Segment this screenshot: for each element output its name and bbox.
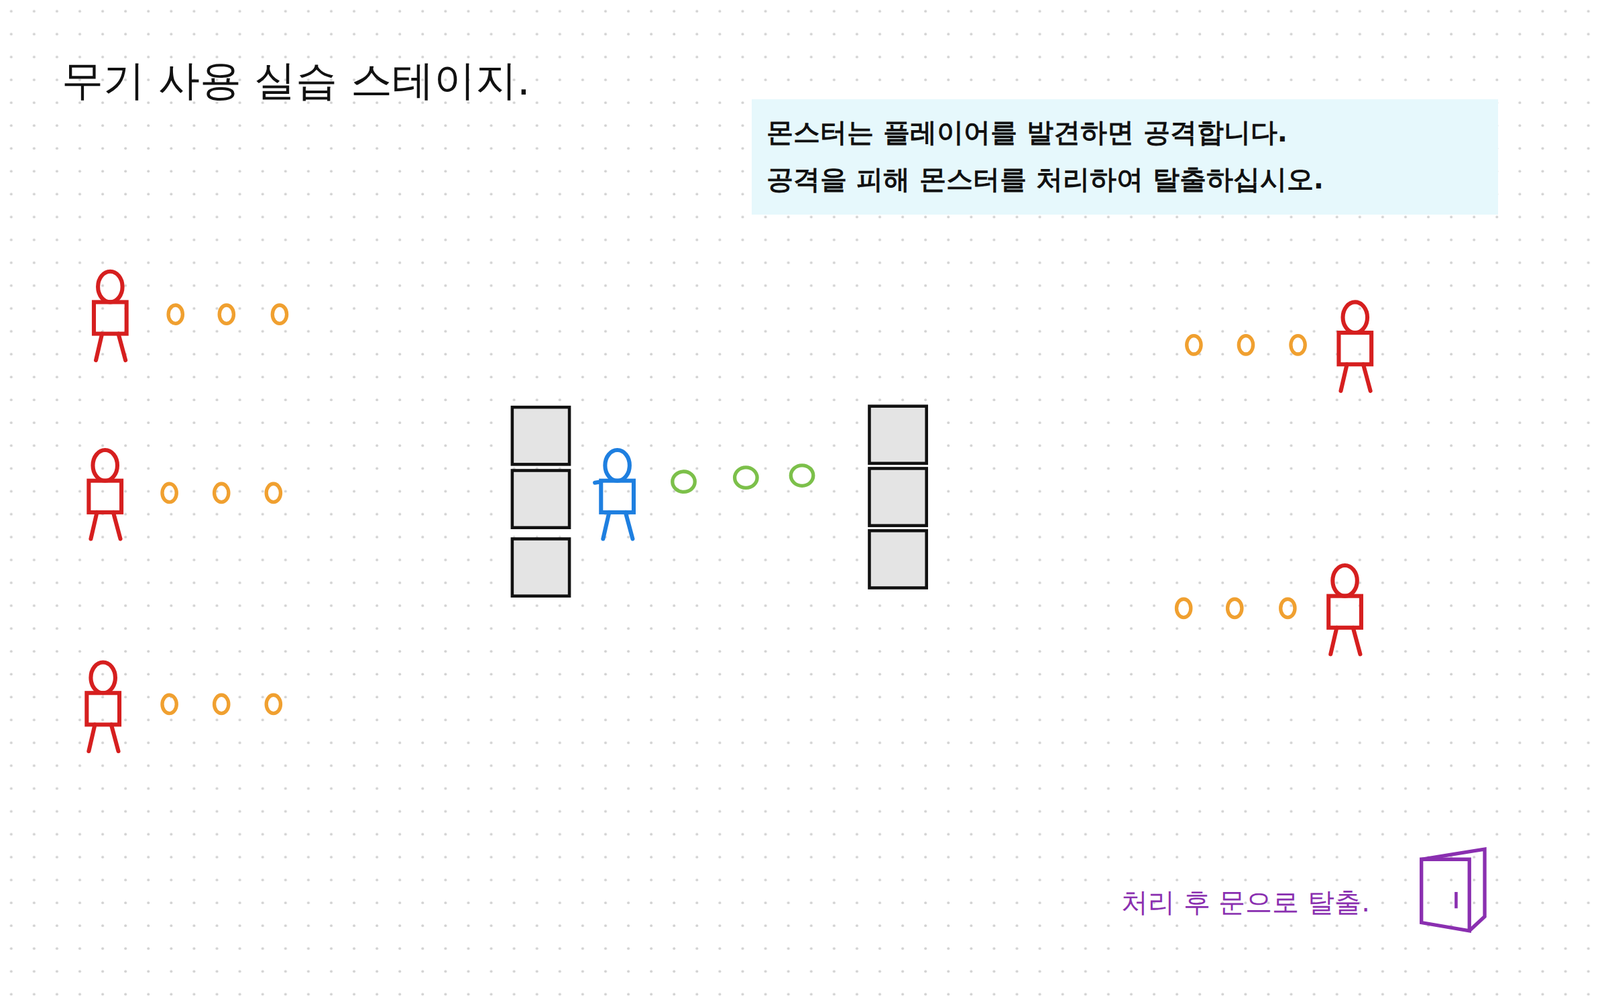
monster-projectile xyxy=(162,694,177,713)
figure-head xyxy=(92,449,118,481)
figure-arm xyxy=(594,481,601,483)
wall-block xyxy=(512,538,570,596)
stage-layer xyxy=(86,271,1485,931)
monster-projectile xyxy=(266,483,281,502)
monster-projectile xyxy=(1176,598,1191,617)
monster-figure xyxy=(1328,565,1362,654)
exit-door xyxy=(1421,848,1485,931)
wall-block xyxy=(869,530,927,588)
monster-projectile xyxy=(1290,335,1305,355)
player-projectile xyxy=(672,471,695,492)
monster-figure xyxy=(86,662,120,752)
wall-block xyxy=(869,406,927,464)
monster-figure xyxy=(1338,301,1372,391)
monster-projectile xyxy=(168,305,183,324)
monster-figure xyxy=(88,449,122,539)
door-leaf xyxy=(1421,848,1485,931)
monster-projectile xyxy=(1227,598,1242,617)
door-knob xyxy=(1454,891,1458,908)
figure-legs xyxy=(88,724,119,752)
player-projectile xyxy=(790,465,813,486)
figure-legs xyxy=(1330,627,1360,655)
monster-projectile xyxy=(272,305,287,324)
monster-projectile xyxy=(1186,335,1202,355)
info-text: 공격을 피해 몬스터를 처리하여 탈출하십시오. xyxy=(766,155,1484,203)
wall-block xyxy=(869,468,927,526)
figure-body xyxy=(1338,332,1372,365)
figure-head xyxy=(1332,565,1358,597)
wall-block xyxy=(512,470,570,528)
figure-legs xyxy=(90,512,121,540)
monster-projectile xyxy=(219,305,234,324)
figure-body xyxy=(88,480,122,513)
player-projectile xyxy=(734,467,758,488)
figure-head xyxy=(97,271,123,303)
figure-head xyxy=(604,449,630,481)
info-text: 몬스터는 플레이어를 발견하면 공격합니다. xyxy=(766,108,1484,156)
monster-projectile xyxy=(266,694,281,713)
figure-body xyxy=(86,692,120,725)
wall-block xyxy=(512,407,570,465)
figure-legs xyxy=(95,333,126,361)
figure-head xyxy=(1343,301,1368,333)
player-figure xyxy=(594,449,634,539)
exit-note: 처리 후 문으로 탈출. xyxy=(1121,883,1370,921)
monster-figure xyxy=(93,271,127,361)
monster-projectile xyxy=(162,483,177,502)
monster-projectile xyxy=(214,694,229,713)
monster-projectile xyxy=(1280,598,1295,617)
monster-projectile xyxy=(1238,335,1253,355)
figure-body xyxy=(1328,596,1362,628)
door-frame xyxy=(1421,859,1470,931)
info-box: 몬스터는 플레이어를 발견하면 공격합니다.공격을 피해 몬스터를 처리하여 탈… xyxy=(751,99,1499,215)
figure-legs xyxy=(1340,364,1370,391)
figure-body xyxy=(93,301,127,334)
monster-projectile xyxy=(214,483,229,502)
stage-title: 무기 사용 실습 스테이지. xyxy=(61,52,531,109)
figure-head xyxy=(90,662,116,694)
figure-body xyxy=(600,480,634,513)
figure-legs xyxy=(602,512,633,540)
